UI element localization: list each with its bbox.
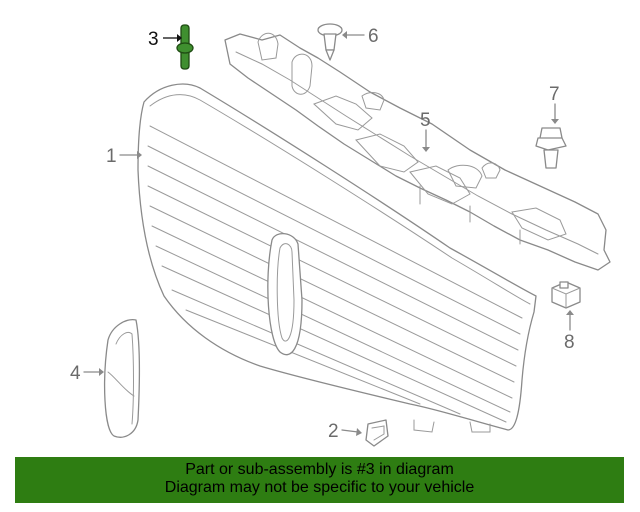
callout-3: 3 [148,29,159,50]
part-3-stud[interactable] [176,24,194,70]
part-7-bolt[interactable] [535,127,567,169]
parts-diagram: 3 6 1 5 7 4 8 2 [70,23,611,447]
part-5-reinforcement[interactable] [224,32,611,271]
callout-6: 6 [368,26,379,47]
callout-1: 1 [106,146,117,167]
part-2-retainer-clip[interactable] [365,419,389,447]
callout-2: 2 [328,421,339,442]
part-8-clip-nut[interactable] [551,281,581,309]
callout-8: 8 [564,332,575,353]
part-4-side-ornament[interactable] [103,319,140,438]
part-1-grille[interactable] [137,83,537,433]
callout-7: 7 [549,84,560,105]
banner-line-1: Part or sub-assembly is #3 in diagram [185,461,454,478]
callout-4: 4 [70,363,81,384]
info-banner: Part or sub-assembly is #3 in diagram Di… [15,457,624,503]
leader-lines [83,31,574,436]
part-6-push-pin[interactable] [317,23,343,61]
banner-line-2: Diagram may not be specific to your vehi… [164,479,475,496]
callout-5: 5 [420,110,431,131]
